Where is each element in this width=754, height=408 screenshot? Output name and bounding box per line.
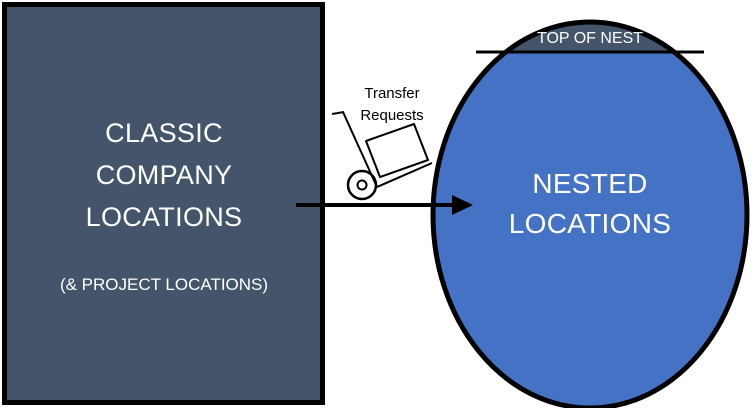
top-of-nest-label: TOP OF NEST [536, 30, 644, 47]
classic-locations-box [2, 2, 325, 405]
classic-locations-subtitle: (& PROJECT LOCATIONS) [59, 275, 269, 294]
nested-title-line: NESTED [532, 168, 648, 199]
nested-locations-title: NESTED LOCATIONS [462, 164, 718, 244]
transfer-label-line: Requests [360, 107, 424, 124]
transfer-arrow [296, 195, 473, 215]
transfer-requests-label: Transfer Requests [340, 83, 444, 127]
hand-truck-icon [331, 111, 433, 201]
transfer-label-line: Transfer [364, 85, 420, 102]
classic-title-line: CLASSIC [105, 118, 223, 148]
nested-title-line: LOCATIONS [508, 208, 672, 239]
classic-title-line: LOCATIONS [85, 202, 243, 232]
classic-title-line: COMPANY [95, 160, 233, 190]
classic-locations-title: CLASSIC COMPANY LOCATIONS [8, 112, 320, 238]
